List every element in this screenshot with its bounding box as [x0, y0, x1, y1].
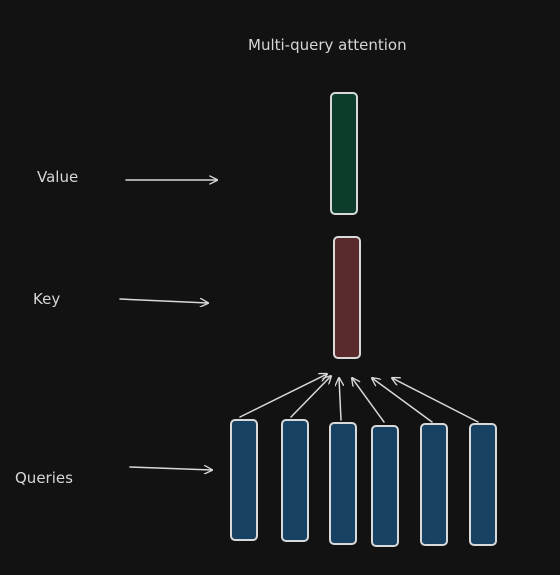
query-4-to-key-arrow	[352, 378, 385, 423]
query-6-to-key-arrow	[392, 378, 479, 423]
query-vector-2	[281, 419, 309, 542]
query-vectors	[230, 419, 497, 547]
query-5-to-key-arrow	[372, 378, 433, 423]
queries-arrow	[129, 467, 212, 470]
key-vector	[333, 236, 361, 359]
query-1-to-key-arrow	[239, 374, 327, 418]
value-vector	[330, 92, 358, 215]
query-vector-1	[230, 419, 258, 541]
query-vector-3	[329, 422, 357, 545]
key-label: Key	[33, 290, 60, 308]
query-vector-4	[371, 425, 399, 547]
query-2-to-key-arrow	[290, 376, 331, 418]
key-arrow	[119, 299, 208, 303]
query-to-key-arrows	[239, 374, 479, 423]
query-vector-5	[420, 423, 448, 546]
diagram-title: Multi-query attention	[248, 36, 407, 54]
query-3-to-key-arrow	[339, 378, 341, 421]
query-vector-6	[469, 423, 497, 546]
value-label: Value	[37, 168, 78, 186]
queries-label: Queries	[15, 469, 73, 487]
